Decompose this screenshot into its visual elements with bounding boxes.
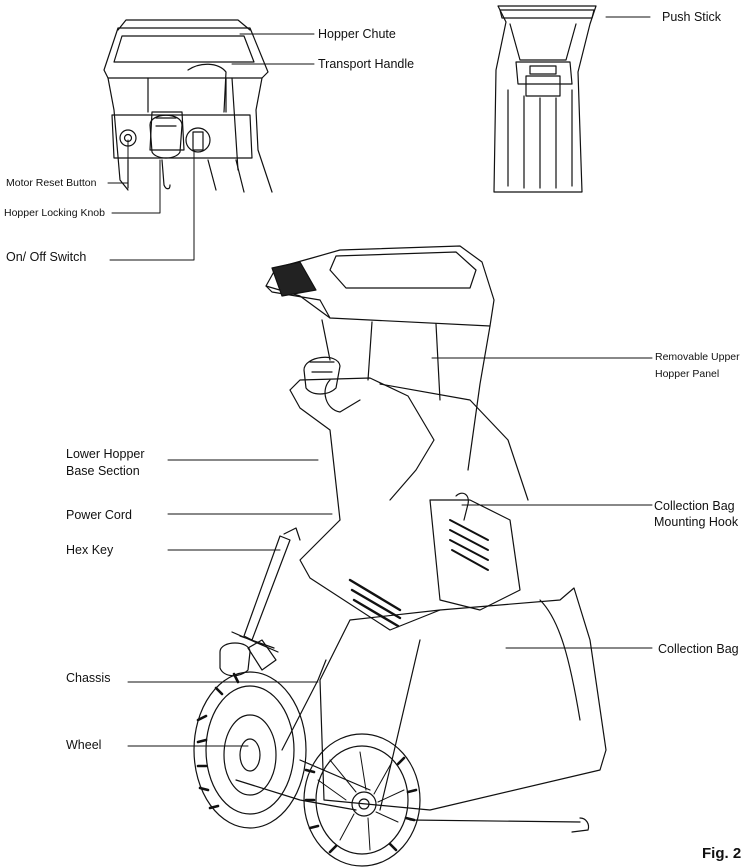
label-removable-upper-hopper-panel-line2: Hopper Panel xyxy=(655,368,720,380)
label-chassis: Chassis xyxy=(66,671,111,685)
label-on-off-switch: On/ Off Switch xyxy=(6,250,87,264)
label-collection-bag-hook-line2: Mounting Hook xyxy=(654,515,739,529)
hex-key-drawing xyxy=(220,528,300,676)
leader-lines xyxy=(108,17,652,746)
label-collection-bag: Collection Bag xyxy=(658,642,739,656)
push-stick-drawing xyxy=(494,6,596,192)
label-hex-key: Hex Key xyxy=(66,543,114,557)
hopper-detail-drawing xyxy=(104,20,272,192)
label-hopper-chute: Hopper Chute xyxy=(318,27,396,41)
figure-number: Fig. 2 xyxy=(702,845,742,862)
label-power-cord: Power Cord xyxy=(66,508,132,522)
label-lower-hopper-base-line1: Lower Hopper xyxy=(66,447,145,461)
label-transport-handle: Transport Handle xyxy=(318,57,415,71)
leader-motor-reset xyxy=(108,140,128,183)
label-lower-hopper-base-line2: Base Section xyxy=(66,464,140,478)
rear-wheel-drawing xyxy=(194,672,306,828)
label-motor-reset-button: Motor Reset Button xyxy=(6,177,97,189)
label-collection-bag-hook-line1: Collection Bag xyxy=(654,499,735,513)
label-removable-upper-hopper-panel-line1: Removable Upper xyxy=(655,351,740,363)
label-hopper-locking-knob: Hopper Locking Knob xyxy=(4,207,105,219)
leader-on-off-switch xyxy=(110,150,194,260)
label-push-stick: Push Stick xyxy=(662,10,722,24)
leader-locking-knob xyxy=(112,160,160,213)
front-wheel-drawing xyxy=(304,734,420,866)
shredder-main-drawing xyxy=(236,246,606,832)
label-wheel: Wheel xyxy=(66,738,102,752)
